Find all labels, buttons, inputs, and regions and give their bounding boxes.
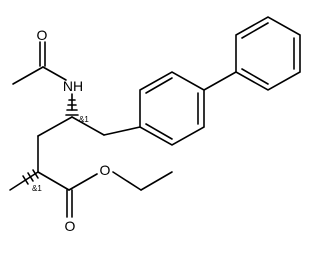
bond-c4-c5 [71, 116, 105, 136]
phenyl-ring [235, 16, 301, 91]
atom-label-o-ester-carbonyl: O [65, 218, 76, 234]
bond-c1-o [68, 173, 98, 191]
atom-label-o-ester-ether: O [100, 162, 111, 178]
bond-c2-c1 [37, 171, 70, 191]
bond-o-ch2 [112, 171, 142, 191]
stereo-label-c2: &1 [32, 184, 42, 193]
atom-label-nh: NH [63, 78, 83, 94]
bond-ch2-ch3 [140, 171, 173, 191]
bond-biaryl [203, 71, 237, 91]
bond-c4-c3 [37, 116, 73, 137]
atom-label-o-acetyl: O [37, 27, 48, 43]
hashed-bond-n-c4 [65, 93, 79, 116]
bond-acetyl-methyl [12, 66, 44, 85]
phenylene-ring [139, 71, 205, 146]
bond-c5-ring [103, 126, 141, 136]
bond-acetyl-n [42, 66, 67, 81]
stereo-label-c4: &1 [79, 115, 89, 124]
hashed-bond-c2-methyl [9, 169, 39, 191]
